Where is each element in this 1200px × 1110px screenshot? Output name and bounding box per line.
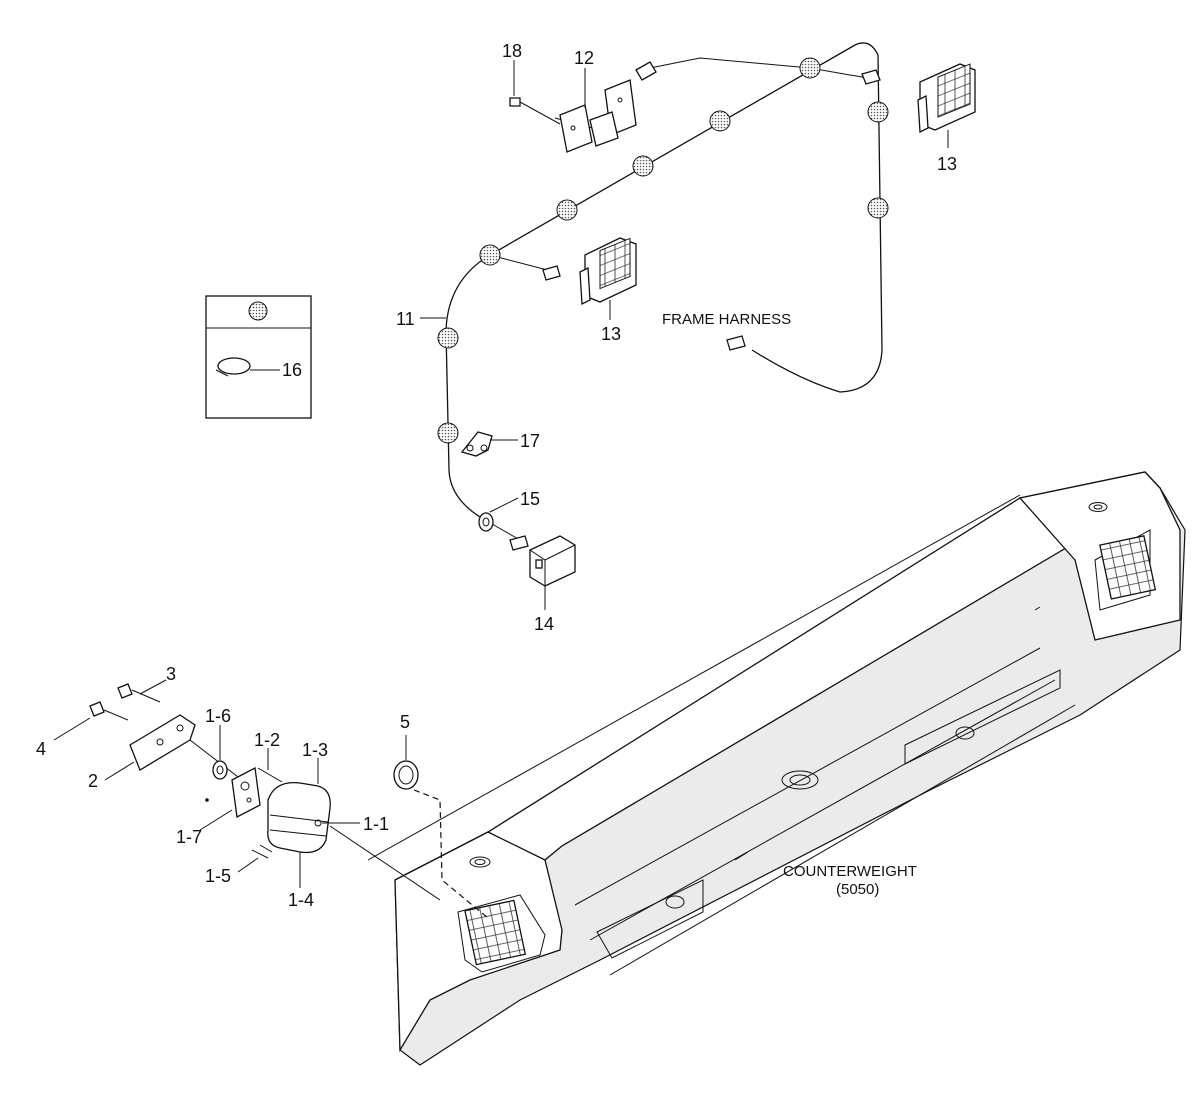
counterweight-lamp-right <box>1099 535 1157 600</box>
label-3: 3 <box>166 664 176 684</box>
rear-lamp-assembly <box>89 683 331 859</box>
label-12: 12 <box>574 48 594 68</box>
clamp-17 <box>460 431 493 457</box>
label-1-5: 1-5 <box>205 866 231 886</box>
counterweight-lamp-left <box>464 899 527 966</box>
label-counterweight: COUNTERWEIGHT <box>783 863 917 880</box>
cover-14 <box>529 535 576 587</box>
label-5: 5 <box>400 712 410 732</box>
label-1-6: 1-6 <box>205 706 231 726</box>
label-1-2: 1-2 <box>254 730 280 750</box>
work-lamp-13-upper <box>917 63 976 134</box>
label-17: 17 <box>520 431 540 451</box>
label-counterweight-model: (5050) <box>836 881 879 898</box>
work-lamp-13-lower <box>579 237 637 306</box>
grommet-15 <box>478 512 494 532</box>
label-1-3: 1-3 <box>302 740 328 760</box>
label-15: 15 <box>520 489 540 509</box>
harness-clips <box>437 57 889 444</box>
inset-16 <box>205 295 312 419</box>
bolt-18 <box>509 97 561 125</box>
label-14: 14 <box>534 614 554 634</box>
harness-wire <box>445 42 883 521</box>
label-13-lower: 13 <box>601 324 621 344</box>
label-1-1: 1-1 <box>363 814 389 834</box>
leader-lines <box>53 60 949 888</box>
grommet-5 <box>393 760 419 790</box>
label-13-upper: 13 <box>937 154 957 174</box>
label-4: 4 <box>36 739 46 759</box>
label-18: 18 <box>502 41 522 61</box>
bracket-12 <box>559 79 637 153</box>
label-2: 2 <box>88 771 98 791</box>
harness-connectors <box>509 61 881 551</box>
counterweight <box>394 471 1186 1066</box>
label-16: 16 <box>282 360 302 380</box>
label-frame-harness: FRAME HARNESS <box>662 311 791 328</box>
label-1-4: 1-4 <box>288 890 314 910</box>
label-1-7: 1-7 <box>176 827 202 847</box>
label-11: 11 <box>396 309 415 329</box>
part-labels: 18 12 13 13 11 16 17 15 14 3 4 2 1-6 1-2… <box>36 41 957 910</box>
